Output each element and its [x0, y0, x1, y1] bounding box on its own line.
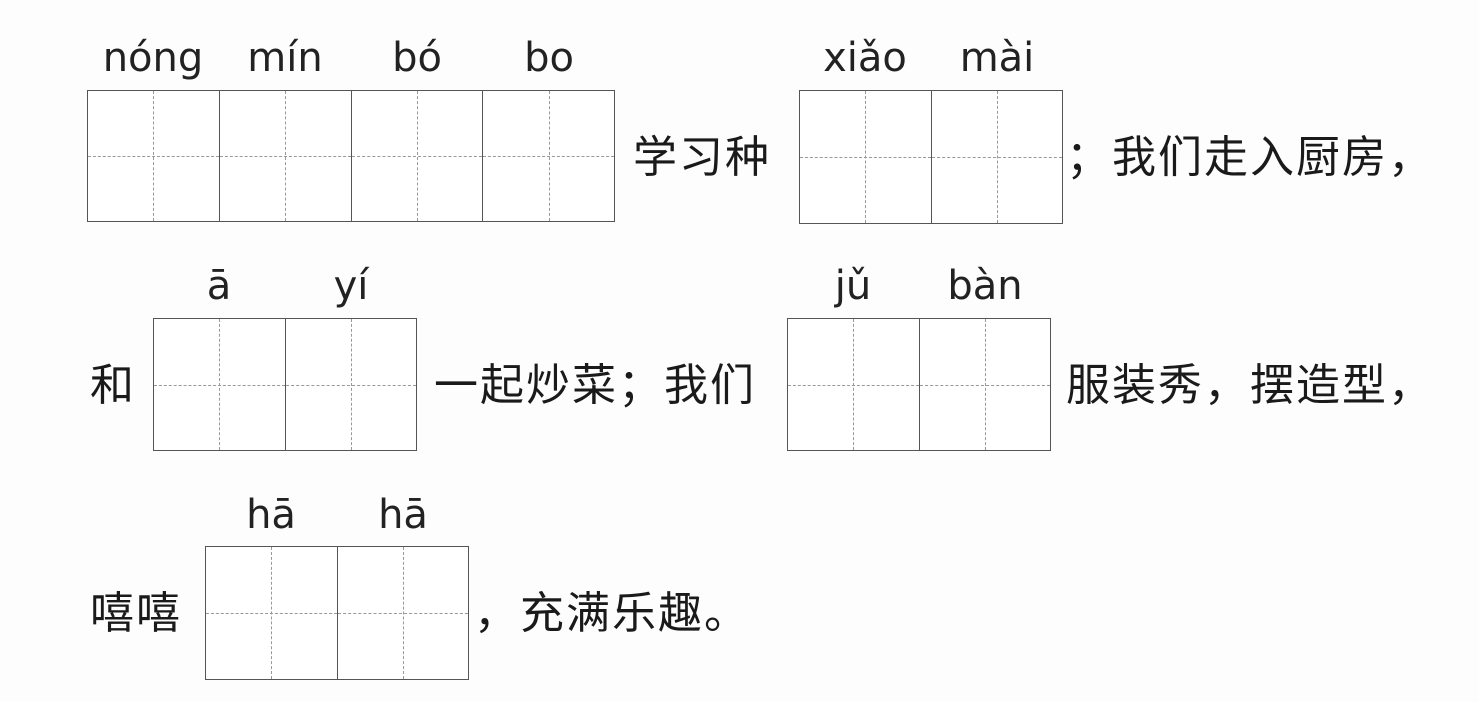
pinyin-ha: hā	[246, 492, 296, 538]
grid-cell[interactable]	[206, 547, 337, 679]
grid-cell[interactable]	[788, 319, 919, 450]
sentence-fragment: 学习种	[633, 132, 771, 183]
grid-cell[interactable]	[350, 91, 483, 221]
pinyin-xiao: xiǎo	[823, 35, 907, 81]
sentence-fragment: 和	[90, 360, 136, 411]
grid-cell[interactable]	[154, 319, 285, 450]
grid-cell[interactable]	[482, 91, 614, 221]
pinyin-mai: mài	[959, 35, 1035, 81]
pinyin-ha2: hā	[378, 492, 428, 538]
writing-grid-ayi[interactable]	[153, 318, 417, 451]
pinyin-bo: bó	[392, 35, 442, 81]
grid-cell[interactable]	[800, 91, 931, 223]
grid-cell[interactable]	[930, 91, 1063, 223]
sentence-fragment: 服装秀，摆造型，	[1066, 360, 1434, 411]
writing-grid-haha[interactable]	[205, 546, 469, 680]
pinyin-ju: jǔ	[834, 263, 872, 309]
pinyin-a: ā	[206, 263, 232, 309]
sentence-fragment: 嘻嘻	[90, 588, 182, 639]
writing-grid-xiaomai[interactable]	[799, 90, 1063, 224]
pinyin-bo2: bo	[524, 35, 574, 81]
writing-grid-nongminbobo[interactable]	[87, 90, 615, 222]
grid-cell[interactable]	[918, 319, 1051, 450]
pinyin-yi: yí	[333, 263, 369, 309]
writing-grid-juban[interactable]	[787, 318, 1051, 451]
grid-cell[interactable]	[218, 91, 351, 221]
grid-cell[interactable]	[88, 91, 219, 221]
pinyin-nong: nóng	[102, 35, 204, 81]
grid-cell[interactable]	[284, 319, 417, 450]
sentence-fragment: 一起炒菜；我们	[434, 360, 756, 411]
pinyin-ban: bàn	[947, 263, 1023, 309]
sentence-fragment: ，充满乐趣。	[474, 588, 750, 639]
grid-cell[interactable]	[336, 547, 469, 679]
pinyin-min: mín	[247, 35, 323, 81]
sentence-fragment: ；我们走入厨房，	[1066, 132, 1434, 183]
